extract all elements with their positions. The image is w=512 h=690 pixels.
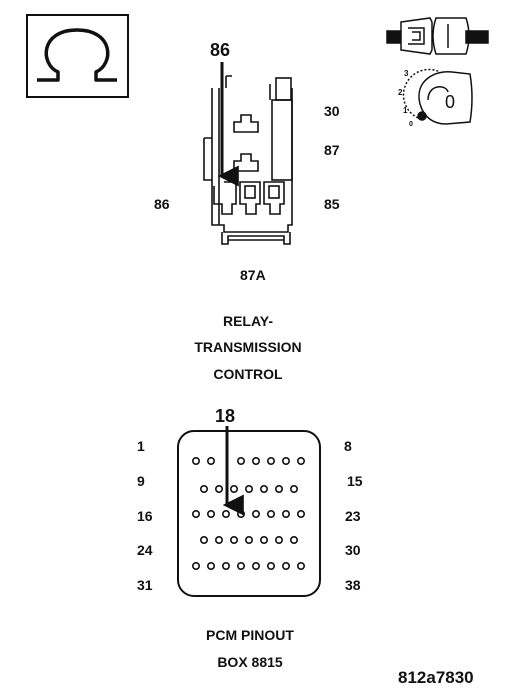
pcm-pin-hole: [200, 535, 209, 544]
pcm-pin-hole: [296, 456, 305, 465]
pcm-pin-hole: [296, 509, 305, 518]
pcm-pin-hole: [259, 535, 268, 544]
pcm-pin-hole: [237, 561, 246, 570]
pcm-connector-body: [177, 430, 321, 597]
pcm-pin-hole: [252, 456, 261, 465]
pcm-pin-hole: [281, 456, 290, 465]
relay-connector-drawing: [203, 75, 293, 245]
ignition-position-2: 2: [398, 88, 403, 97]
pcm-pin-hole: [274, 484, 283, 493]
pcm-pin-hole: [222, 509, 231, 518]
relay-caption-line-2: TRANSMISSION: [194, 339, 302, 355]
relay-pin-87-label: 87: [324, 142, 340, 158]
relay-pin-30-label: 30: [324, 103, 340, 119]
pcm-caption-line-2: BOX 8815: [217, 654, 283, 670]
pcm-pin-hole: [230, 535, 239, 544]
pcm-pin-hole: [207, 509, 216, 518]
ignition-key-label: 0: [445, 92, 456, 112]
ignition-position-0: 0: [409, 121, 413, 128]
connector-icon: [386, 17, 489, 55]
pcm-row-3-right-label: 23: [345, 508, 361, 524]
relay-caption-line-3: CONTROL: [213, 366, 283, 382]
pcm-row-3-left-label: 16: [137, 508, 153, 524]
ignition-position-3: 3: [404, 69, 409, 78]
relay-callout-pin-label: 86: [210, 40, 231, 60]
pcm-pin-hole: [207, 561, 216, 570]
pcm-row-1-right-label: 8: [344, 438, 352, 454]
pcm-pin-hole: [252, 561, 261, 570]
pcm-pin-hole: [296, 561, 305, 570]
pcm-pin-grid: [192, 456, 305, 570]
pcm-pin-hole: [252, 509, 261, 518]
figure-id: 812a7830: [398, 668, 474, 687]
pcm-pin-hole: [266, 561, 275, 570]
pcm-row-2-left-label: 9: [137, 473, 145, 489]
omega-symbol-box: [26, 14, 129, 98]
pcm-pin-hole: [192, 509, 201, 518]
pcm-row-1-left-label: 1: [137, 438, 145, 454]
pcm-pin-hole: [259, 484, 268, 493]
relay-pin-86-label: 86: [154, 196, 170, 212]
pcm-pin-hole: [245, 484, 254, 493]
pcm-pin-hole: [192, 456, 201, 465]
pcm-pin-hole: [230, 484, 239, 493]
pcm-pin-hole: [207, 456, 216, 465]
pcm-row-2-right-label: 15: [347, 473, 363, 489]
pcm-pin-hole: [281, 509, 290, 518]
relay-pin-87a-label: 87A: [240, 267, 266, 283]
pcm-callout-pin-label: 18: [215, 406, 236, 426]
relay-pin-85-label: 85: [324, 196, 340, 212]
pcm-pin-hole: [274, 535, 283, 544]
pcm-row-5-right-label: 38: [345, 577, 361, 593]
ignition-switch-icon: [402, 68, 473, 125]
pcm-pin-hole: [215, 484, 224, 493]
pcm-pin-hole: [237, 509, 246, 518]
ignition-position-1: 1: [403, 106, 408, 115]
pcm-pin-hole: [289, 484, 298, 493]
pcm-pin-hole: [281, 561, 290, 570]
pcm-pin-hole: [289, 535, 298, 544]
pcm-pin-hole: [266, 456, 275, 465]
pcm-pin-hole: [222, 561, 231, 570]
pcm-pin-hole: [215, 535, 224, 544]
pcm-row-5-left-label: 31: [137, 577, 153, 593]
pcm-pin-hole: [192, 561, 201, 570]
pcm-row-4-left-label: 24: [137, 542, 153, 558]
pcm-pin-hole: [200, 484, 209, 493]
pcm-row-4-right-label: 30: [345, 542, 361, 558]
pcm-caption-line-1: PCM PINOUT: [206, 627, 294, 643]
pcm-pin-hole: [245, 535, 254, 544]
pcm-pin-hole: [237, 456, 246, 465]
relay-caption-line-1: RELAY-: [222, 313, 274, 329]
pcm-pin-hole: [266, 509, 275, 518]
